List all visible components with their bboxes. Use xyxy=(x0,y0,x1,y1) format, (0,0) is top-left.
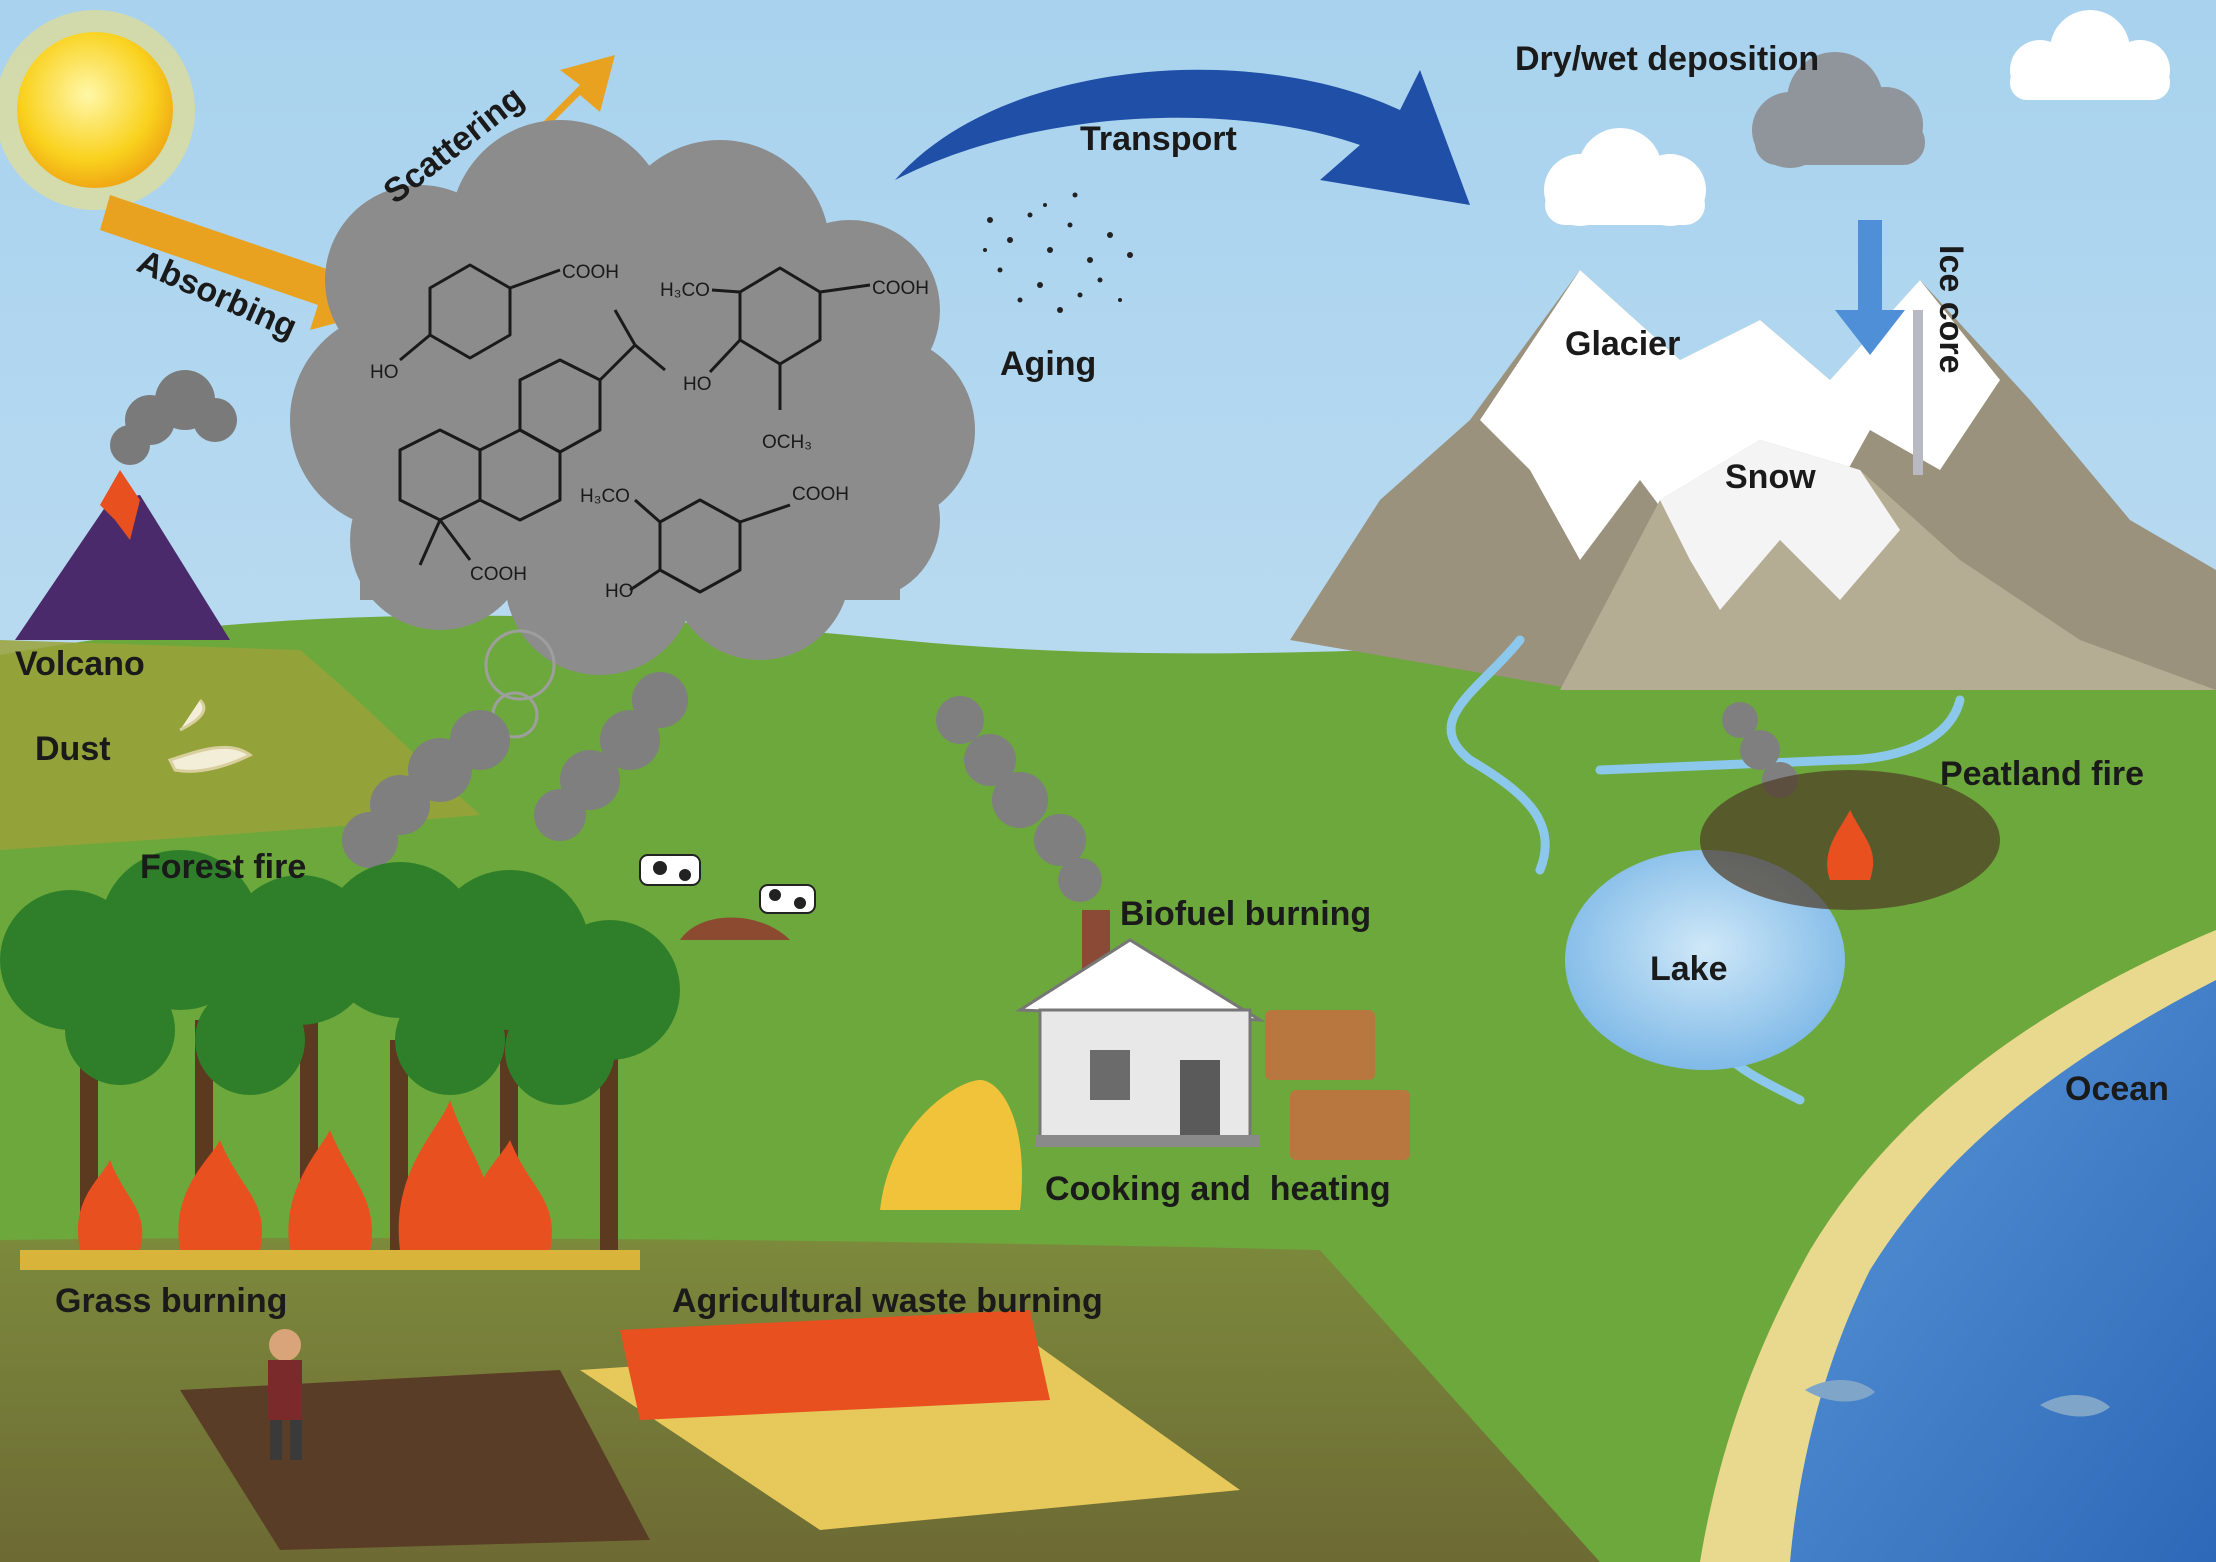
snow-label: Snow xyxy=(1725,458,1816,496)
volcano-icon xyxy=(15,370,237,640)
ho-label-3: HO xyxy=(605,581,634,602)
grass-burning-label: Grass burning xyxy=(55,1282,287,1320)
absorbing-arrow xyxy=(100,195,385,330)
cooh-label-3: COOH xyxy=(470,564,527,585)
farmer-icon xyxy=(268,1329,302,1460)
smoke-plumes xyxy=(342,672,1798,902)
glacier-label: Glacier xyxy=(1565,325,1680,363)
small-cloud-icon xyxy=(1544,128,1706,226)
aerosol-smoke-cloud xyxy=(290,120,975,739)
lake xyxy=(1565,850,1845,1070)
sun-icon xyxy=(0,10,195,210)
firewood-icon xyxy=(1265,1010,1410,1160)
top-right-cloud-icon xyxy=(2010,10,2170,100)
peatland-fire-icon xyxy=(1700,770,2000,910)
cooh-label-4: COOH xyxy=(792,484,849,505)
agricultural-waste-burning-label: Agricultural waste burning xyxy=(672,1282,1103,1320)
ocean xyxy=(1790,980,2216,1562)
ice-core-bar xyxy=(1913,310,1923,475)
house-icon xyxy=(1015,910,1266,1147)
fish-icon xyxy=(1805,1380,2110,1417)
cow-icon xyxy=(639,854,816,914)
forest-fire-label: Forest fire xyxy=(140,848,306,886)
cooking-heating-label: Cooking and heating xyxy=(1045,1170,1391,1208)
dust-label: Dust xyxy=(35,730,111,768)
chemical-structures: COOH HO COOH H₃CO HO OCH₃ COOH COOH H₃CO… xyxy=(370,262,929,602)
forest-icon xyxy=(0,850,680,1250)
h3co-label-2: H₃CO xyxy=(580,486,630,507)
dirt-mound xyxy=(680,917,790,940)
dry-wet-deposition-label: Dry/wet deposition xyxy=(1515,40,1819,78)
ice-core-label: Ice core xyxy=(1932,245,1970,374)
rain-cloud-icon xyxy=(1752,52,1925,168)
cooh-label-1: COOH xyxy=(562,262,619,283)
haystack-icon xyxy=(880,1080,1022,1210)
och3-label: OCH₃ xyxy=(762,432,812,453)
lake-label: Lake xyxy=(1650,950,1728,988)
aging-label: Aging xyxy=(1000,345,1096,383)
ho-label-2: HO xyxy=(683,374,712,395)
left-hill xyxy=(0,640,480,850)
ocean-label: Ocean xyxy=(2065,1070,2169,1108)
peatland-fire-label: Peatland fire xyxy=(1940,755,2144,793)
biofuel-burning-label: Biofuel burning xyxy=(1120,895,1371,933)
agricultural-field xyxy=(180,1310,1240,1550)
volcano-label: Volcano xyxy=(15,645,145,683)
cooh-label-2: COOH xyxy=(872,278,929,299)
dust-icon xyxy=(167,698,253,773)
deposition-arrow xyxy=(1835,220,1905,355)
aging-particles xyxy=(983,192,1133,313)
forest-fire-flames xyxy=(77,1100,552,1250)
h3co-label-1: H₃CO xyxy=(660,280,710,301)
transport-label: Transport xyxy=(1080,120,1237,158)
grass-strip xyxy=(20,1250,640,1270)
ho-label-1: HO xyxy=(370,362,399,383)
transport-arrow xyxy=(895,69,1470,205)
